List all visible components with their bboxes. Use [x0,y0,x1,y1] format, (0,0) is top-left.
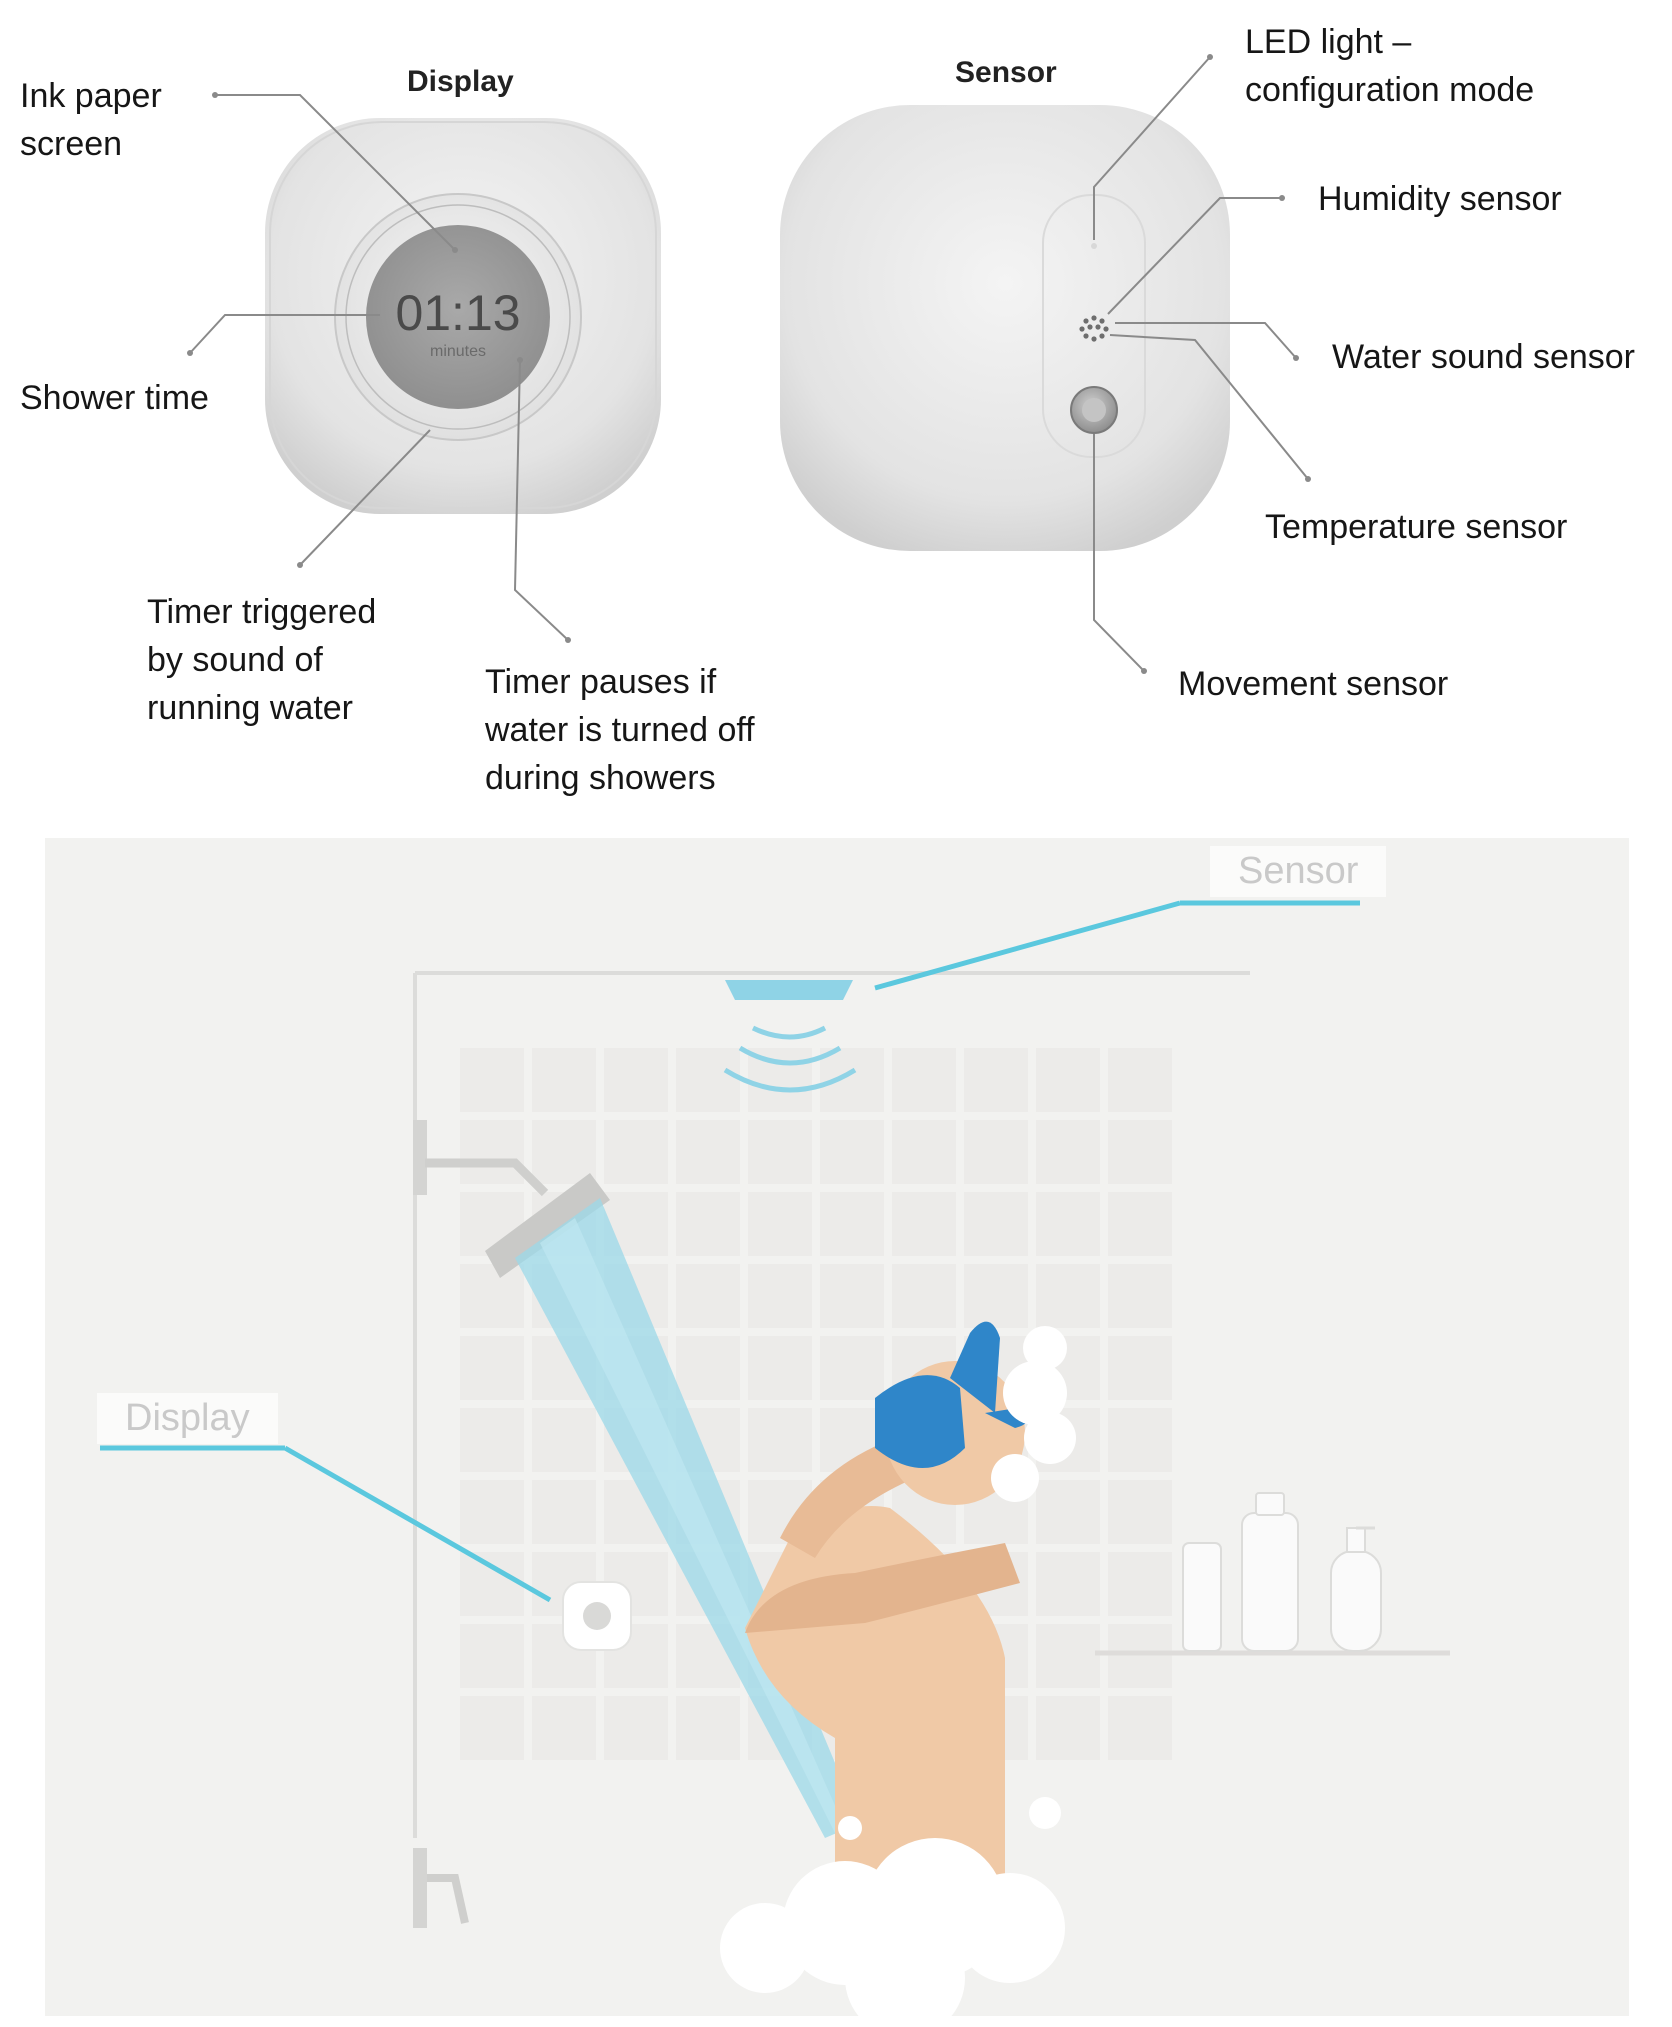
wall-tile [460,1264,524,1328]
wall-tile [604,1120,668,1184]
wall-tile [892,1264,956,1328]
wall-tile [964,1048,1028,1112]
wall-tile [532,1480,596,1544]
wall-tile [892,1120,956,1184]
wall-tile [1108,1336,1172,1400]
wall-tile [460,1624,524,1688]
wall-frame [413,971,1250,1838]
display-title: Display [407,65,514,98]
swim-cap [875,1375,965,1468]
wall-tiles [460,1048,1172,1760]
ink-paper-screen [366,225,550,409]
label-shower-time: Shower time [20,379,209,417]
wall-tile [460,1336,524,1400]
display-time: 01:13 [395,285,520,341]
pump-bottle [1330,1550,1382,1652]
display-unit: minutes [430,343,486,360]
wall-tile [532,1120,596,1184]
sensor-callout-line [874,900,1181,991]
wall-tile [820,1120,884,1184]
water-sound-sensor-grille [1079,315,1109,342]
wall-display [562,1581,632,1651]
wall-tile [1036,1696,1100,1760]
shelf [1095,1492,1450,1656]
wall-tile [1108,1624,1172,1688]
label-timer-pauses: Timer pauses if water is turned off duri… [485,663,755,797]
wall-tile [820,1264,884,1328]
device-diagram: 01:13 minutes [187,54,1311,674]
wall-tile [820,1192,884,1256]
wall-tile [676,1336,740,1400]
label-movement-sensor: Movement sensor [1178,665,1449,703]
wall-tile [460,1408,524,1472]
label-led-light: LED light – configuration mode [1245,23,1535,109]
wall-tile [1108,1048,1172,1112]
label-ink-paper-screen: Ink paper screen [20,77,162,163]
wall-tile [892,1048,956,1112]
wall-tile [964,1120,1028,1184]
leader-lines [189,56,1309,672]
led-light-dot [1091,243,1097,249]
wall-tile [1036,1264,1100,1328]
wall-tile [460,1552,524,1616]
sensor-title: Sensor [955,56,1057,89]
wall-tile [748,1192,812,1256]
wall-tile [1108,1192,1172,1256]
label-humidity-sensor: Humidity sensor [1318,180,1562,218]
wall-tile [964,1192,1028,1256]
sensor-device [780,105,1230,551]
wall-tile [1108,1480,1172,1544]
wall-tile [1036,1120,1100,1184]
person [745,1321,1031,1928]
leader-dots [187,54,1311,674]
wall-tile [460,1120,524,1184]
wall-tile [1036,1192,1100,1256]
wall-tile [676,1120,740,1184]
wall-tile [748,1120,812,1184]
wall-tile [892,1192,956,1256]
wall-tile [1108,1696,1172,1760]
wall-tile [604,1048,668,1112]
wall-tile [748,1408,812,1472]
wall-tile [676,1264,740,1328]
foam [720,1326,1076,2016]
wall-tile [1108,1264,1172,1328]
wall-tile [676,1192,740,1256]
wall-tile [1036,1480,1100,1544]
shower-scene: Sensor Display [45,838,1629,2016]
wall-tile [1108,1120,1172,1184]
wall-tile [676,1696,740,1760]
label-timer-triggered: Timer triggered by sound of running wate… [147,593,377,727]
label-temperature-sensor: Temperature sensor [1265,508,1568,546]
wall-tile [1108,1408,1172,1472]
wall-tile [748,1264,812,1328]
scene-sensor-tag: Sensor [1210,846,1387,897]
wall-tile [532,1048,596,1112]
wall-tile [964,1264,1028,1328]
wall-tile [460,1480,524,1544]
valve-handle [413,1848,469,1928]
wall-tile [532,1408,596,1472]
ceiling-sensor [723,980,857,1093]
tall-bottle [1241,1512,1299,1652]
wall-tile [460,1696,524,1760]
wall-tile [460,1048,524,1112]
label-water-sound-sensor: Water sound sensor [1332,338,1635,376]
shower-illustration [100,900,1450,2016]
wall-tile [604,1696,668,1760]
wall-tile [748,1336,812,1400]
tube-bottle [1182,1542,1222,1652]
wall-tile [1108,1552,1172,1616]
wall-tile [820,1336,884,1400]
wall-tile [1036,1552,1100,1616]
scene-display-tag: Display [97,1393,278,1444]
wall-tile [532,1696,596,1760]
wall-tile [676,1048,740,1112]
shower-head [413,1120,610,1278]
wall-tile [1036,1048,1100,1112]
wall-tile [1036,1624,1100,1688]
